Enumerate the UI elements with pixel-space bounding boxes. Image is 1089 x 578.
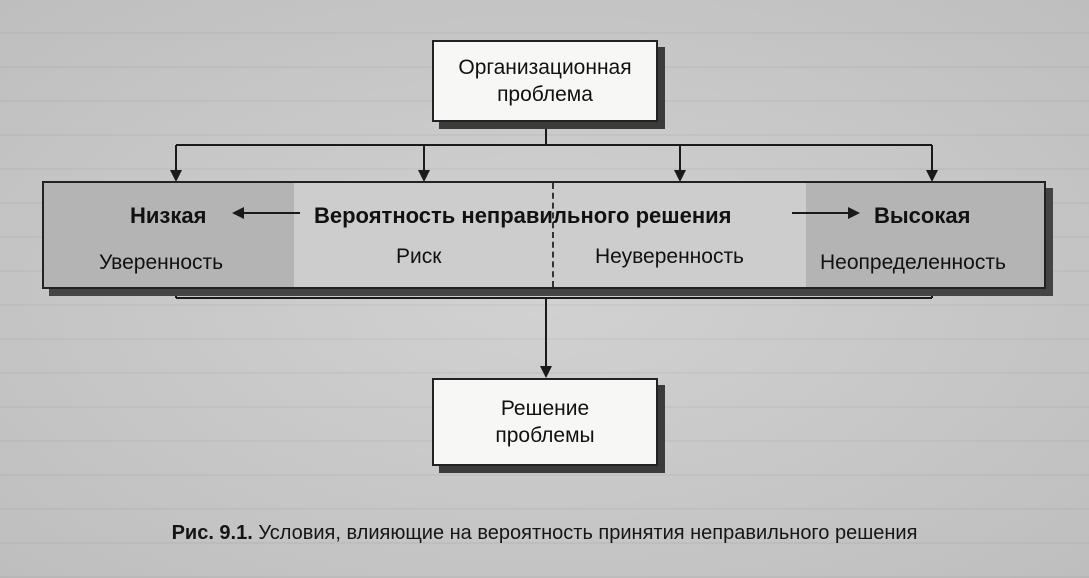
label-uncertainty: Неуверенность (595, 245, 744, 268)
center-dashed-divider (552, 183, 554, 287)
label-high: Высокая (874, 203, 971, 228)
label-certainty: Уверенность (99, 251, 224, 274)
probability-band: Низкая Вероятность неправильного решения… (42, 181, 1046, 289)
organizational-problem-box: Организационная проблема (432, 40, 658, 122)
organizational-problem-line2: проблема (497, 83, 593, 106)
segment-risk (294, 183, 552, 287)
label-probability: Вероятность неправильного решения (314, 203, 732, 228)
problem-solution-line1: Решение (500, 397, 590, 420)
figure-number: Рис. 9.1. (171, 522, 253, 544)
segment-certainty (44, 183, 296, 287)
figure-caption-text: Условия, влияющие на вероятность приняти… (258, 522, 918, 544)
probability-arrows (232, 207, 860, 219)
organizational-problem-line1: Организационная (458, 56, 632, 79)
problem-solution-line2: проблемы (495, 424, 595, 447)
segment-indeterminacy (806, 183, 1044, 287)
label-low: Низкая (130, 203, 207, 228)
segment-uncertainty (552, 183, 808, 287)
label-indeterminacy: Неопределенность (820, 251, 1006, 274)
figure-caption: Рис. 9.1. Условия, влияющие на вероятнос… (0, 522, 1089, 545)
problem-solution-box: Решение проблемы (432, 378, 658, 466)
label-risk: Риск (396, 245, 442, 268)
